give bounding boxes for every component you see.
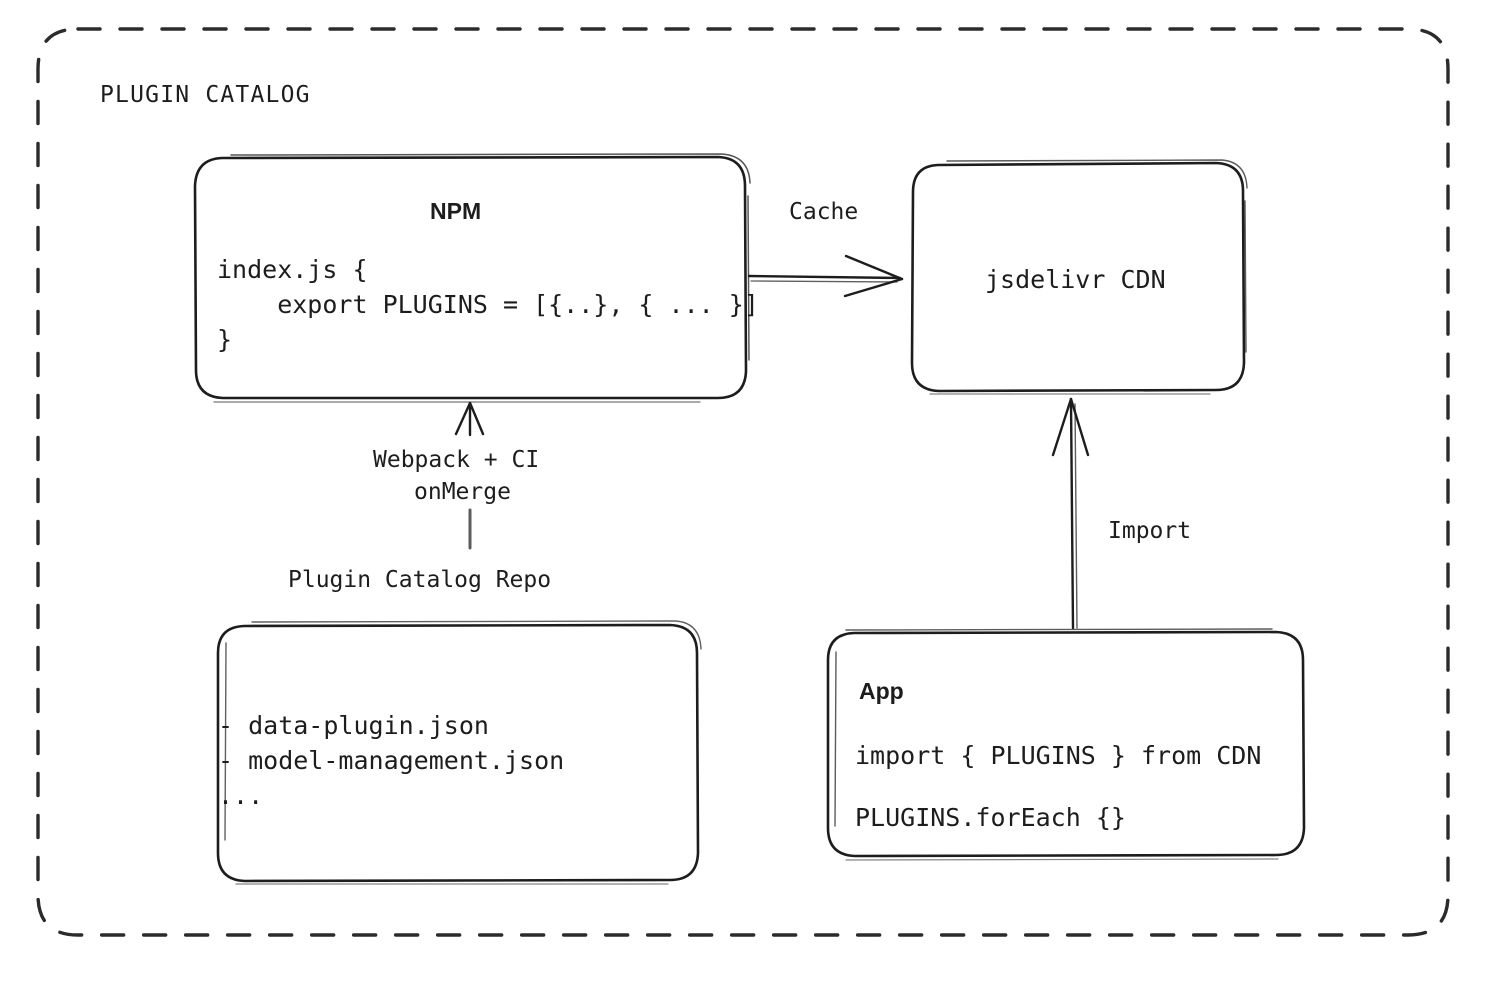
app-box-code-line-1: import { PLUGINS } from CDN: [855, 741, 1262, 770]
edge-label-onmerge: onMerge: [414, 479, 511, 505]
cdn-box-title: jsdelivr CDN: [985, 265, 1166, 294]
npm-box-code: index.js { export PLUGINS = [{..}, { ...…: [217, 255, 759, 354]
arrow-repo-to-npm: [454, 401, 485, 550]
edge-label-import: Import: [1108, 518, 1192, 544]
repo-box-caption: Plugin Catalog Repo: [288, 567, 552, 593]
app-box-title: App: [859, 678, 904, 704]
repo-box-code: - data-plugin.json - model-management.js…: [218, 711, 565, 810]
arrow-app-to-cdn: [1051, 397, 1090, 630]
arrow-npm-to-cdn: [747, 254, 904, 298]
app-box-code-line-2: PLUGINS.forEach {}: [855, 803, 1126, 832]
edge-label-webpack-ci: Webpack + CI: [373, 447, 540, 473]
edge-label-cache: Cache: [789, 199, 859, 225]
npm-box-title: NPM: [430, 198, 482, 224]
frame-title: PLUGIN CATALOG: [100, 82, 311, 108]
